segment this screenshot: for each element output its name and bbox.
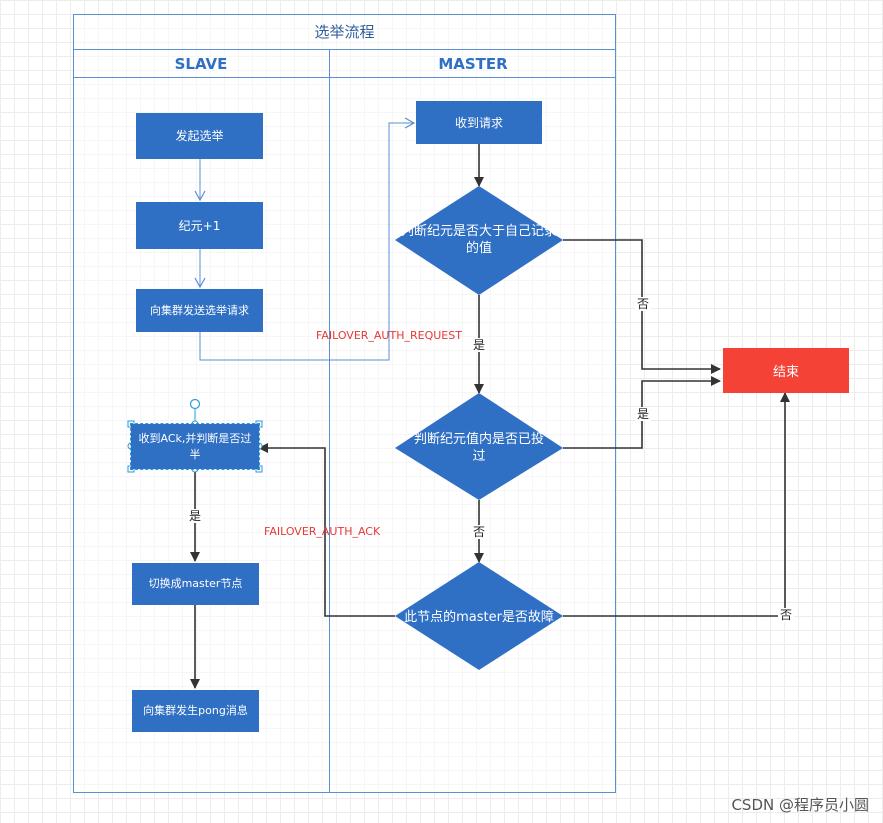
edge-auth-ack xyxy=(258,443,395,617)
diamond-check-voted-text[interactable]: 判断纪元值内是否已投过 xyxy=(413,432,544,464)
node-send-election-request[interactable]: 向集群发送选举请求 xyxy=(136,289,263,332)
label-voted-yes: 是 xyxy=(635,407,652,421)
lane-header-slave: SLAVE xyxy=(73,50,329,78)
node-receive-request[interactable]: 收到请求 xyxy=(416,101,542,144)
diamond-check-master-fail xyxy=(395,562,563,670)
label-auth-request: FAILOVER_AUTH_REQUEST xyxy=(316,329,462,342)
resize-handle-br xyxy=(255,465,263,473)
node-receive-ack[interactable]: 收到ACk,并判断是否过半 xyxy=(130,423,260,470)
label-fail-no: 否 xyxy=(778,608,795,622)
diamond-check-voted xyxy=(395,393,563,500)
watermark: CSDN @程序员小圆 xyxy=(731,796,869,814)
diamond-check-master-fail-text[interactable]: 此节点的master是否故障 xyxy=(404,609,554,625)
rotate-handle xyxy=(189,398,201,410)
node-epoch-plus-one[interactable]: 纪元+1 xyxy=(136,202,263,249)
node-end[interactable]: 结束 xyxy=(723,348,849,393)
label-epoch-yes: 是 xyxy=(471,338,488,352)
edge-fail-no xyxy=(563,392,790,617)
label-epoch-no: 否 xyxy=(635,297,652,311)
node-switch-to-master[interactable]: 切换成master节点 xyxy=(132,563,259,605)
edge-auth-request xyxy=(199,117,416,361)
lane-divider xyxy=(329,50,330,793)
diagram-title: 选举流程 xyxy=(73,14,616,50)
label-auth-ack: FAILOVER_AUTH_ACK xyxy=(264,525,381,538)
label-ack-yes: 是 xyxy=(187,509,204,523)
node-send-pong[interactable]: 向集群发生pong消息 xyxy=(132,690,259,732)
diamond-check-epoch xyxy=(395,186,563,295)
label-voted-no: 否 xyxy=(471,525,488,539)
diamond-check-epoch-text[interactable]: 判断纪元是否大于自己记录的值 xyxy=(400,224,557,256)
node-start-election[interactable]: 发起选举 xyxy=(136,113,263,159)
lane-header-master: MASTER xyxy=(330,50,616,78)
